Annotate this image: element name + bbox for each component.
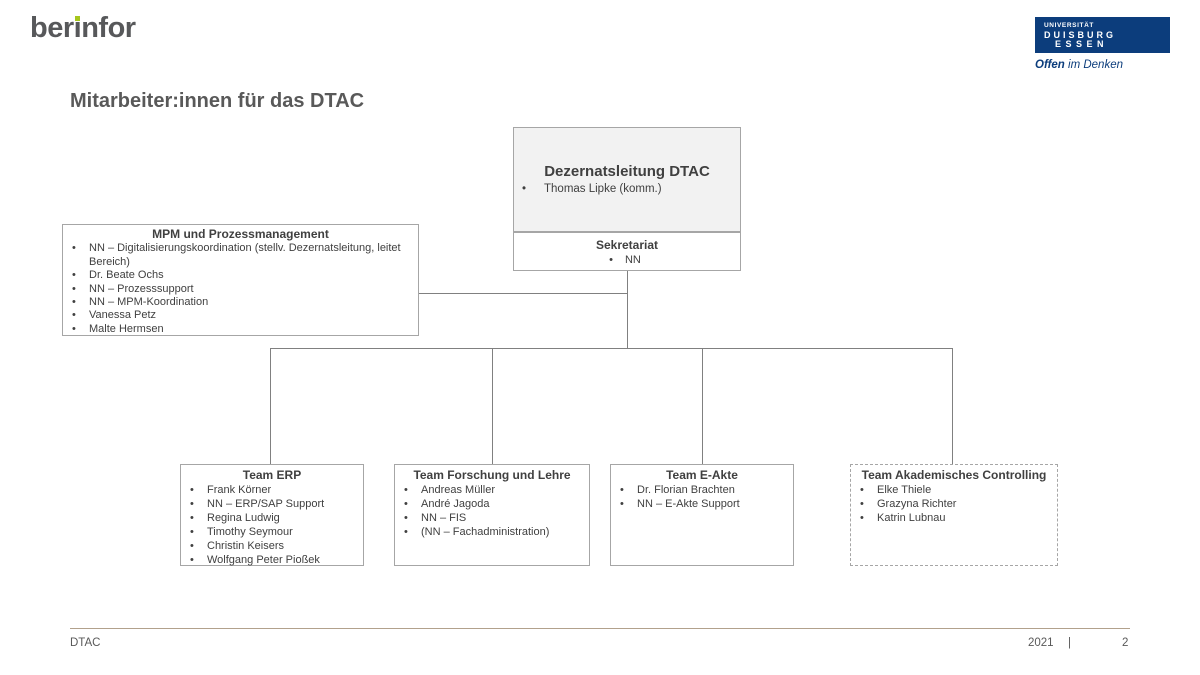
member-item: Christin Keisers — [181, 539, 363, 553]
member-item: NN – MPM-Koordination — [63, 296, 418, 310]
footer-document-label: DTAC — [70, 637, 101, 649]
member-item: Timothy Seymour — [181, 525, 363, 539]
member-list: NN — [514, 253, 740, 267]
member-item: Elke Thiele — [851, 483, 1057, 497]
member-item: Katrin Lubnau — [851, 511, 1057, 525]
member-list: Thomas Lipke (komm.) — [514, 182, 740, 196]
member-list: Dr. Florian BrachtenNN – E-Akte Support — [611, 483, 793, 511]
org-box-title: Team Forschung und Lehre — [413, 468, 571, 482]
member-list: Andreas MüllerAndré JagodaNN – FIS(NN – … — [395, 483, 589, 539]
org-box-mpm-prozessmanagement: MPM und Prozessmanagement NN – Digitalis… — [62, 224, 419, 337]
ude-logo-line3: ESSEN — [1055, 39, 1109, 49]
member-item: Malte Hermsen — [63, 323, 418, 337]
ude-logo: UNIVERSITÄT DUISBURG ESSEN Offen im Denk… — [1035, 17, 1170, 71]
page-title: Mitarbeiter:innen für das DTAC — [70, 90, 365, 112]
member-item: Vanessa Petz — [63, 309, 418, 323]
member-item: Wolfgang Peter Pioßek — [181, 553, 363, 567]
org-box-team-akademisches-controlling: Team Akademisches Controlling Elke Thiel… — [850, 464, 1058, 566]
footer-page-number: 2 — [1122, 637, 1129, 649]
berinfor-letter-i: ı — [74, 12, 82, 45]
ude-slogan-rest: im Denken — [1068, 59, 1123, 71]
member-item: André Jagoda — [395, 497, 589, 511]
member-item: NN – Digitalisierungskoordination (stell… — [63, 242, 418, 269]
member-item: Frank Körner — [181, 483, 363, 497]
member-item: Dr. Beate Ochs — [63, 269, 418, 283]
berinfor-logo-text: ber — [30, 12, 74, 44]
org-box-title: Sekretariat — [595, 238, 659, 252]
member-item: NN – E-Akte Support — [611, 497, 793, 511]
org-box-team-forschung-lehre: Team Forschung und Lehre Andreas MüllerA… — [394, 464, 590, 566]
ude-logo-box: UNIVERSITÄT DUISBURG ESSEN — [1035, 17, 1170, 53]
footer-year: 2021 — [1028, 637, 1054, 649]
member-list: Elke ThieleGrazyna RichterKatrin Lubnau — [851, 483, 1057, 525]
ude-slogan: Offen im Denken — [1035, 59, 1170, 71]
org-box-team-erp: Team ERP Frank KörnerNN – ERP/SAP Suppor… — [180, 464, 364, 567]
org-box-team-eakte: Team E-Akte Dr. Florian BrachtenNN – E-A… — [610, 464, 794, 566]
member-item: NN – FIS — [395, 511, 589, 525]
berinfor-logo-text-end: nfor — [81, 12, 136, 44]
member-item: NN – Prozesssupport — [63, 283, 418, 297]
member-item: NN – ERP/SAP Support — [181, 497, 363, 511]
member-item: Thomas Lipke (komm.) — [514, 182, 740, 196]
ude-logo-line1: UNIVERSITÄT — [1044, 22, 1094, 29]
member-item: Andreas Müller — [395, 483, 589, 497]
org-box-title: MPM und Prozessmanagement — [152, 227, 329, 241]
org-box-title: Dezernatsleitung DTAC — [544, 163, 710, 180]
member-list: Frank KörnerNN – ERP/SAP SupportRegina L… — [181, 483, 363, 567]
member-item: (NN – Fachadministration) — [395, 525, 589, 539]
member-item: Grazyna Richter — [851, 497, 1057, 511]
member-item: Dr. Florian Brachten — [611, 483, 793, 497]
member-item: NN — [514, 253, 740, 267]
member-item: Regina Ludwig — [181, 511, 363, 525]
org-box-title: Team E-Akte — [666, 468, 738, 482]
ude-slogan-bold: Offen — [1035, 59, 1065, 71]
org-box-sekretariat: Sekretariat NN — [513, 232, 741, 271]
berinfor-green-dot-icon — [74, 16, 80, 21]
org-box-title: Team Akademisches Controlling — [861, 468, 1047, 482]
footer-separator: | — [1068, 637, 1071, 649]
org-box-title: Team ERP — [242, 468, 302, 482]
berinfor-letter-i-stem: ı — [73, 12, 82, 44]
ude-logo-line2: DUISBURG — [1044, 30, 1117, 40]
member-list: NN – Digitalisierungskoordination (stell… — [63, 242, 418, 336]
org-box-dezernatsleitung: Dezernatsleitung DTAC Thomas Lipke (komm… — [513, 127, 741, 232]
footer-divider-line — [70, 628, 1130, 629]
